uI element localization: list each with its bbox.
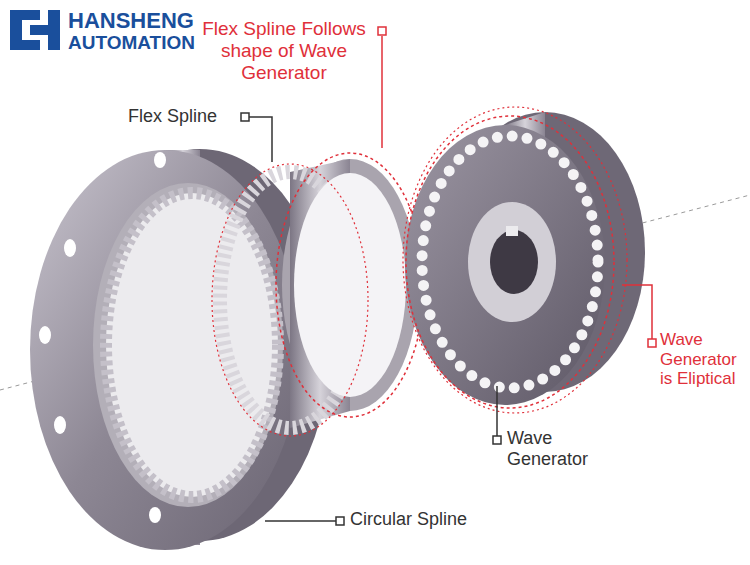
callout-label: Flex Spline Follows shape of Wave Genera… xyxy=(200,18,368,84)
logo-text: HANSHENG xyxy=(68,8,218,33)
part-label: Wave Generator xyxy=(507,428,617,469)
logo-icon xyxy=(10,10,60,50)
part-label: Circular Spline xyxy=(350,509,510,530)
part-label: Flex Spline xyxy=(128,106,238,127)
flex-spline xyxy=(212,153,424,436)
callout-label: Wave Generator is Eliptical xyxy=(660,330,744,389)
wave-generator xyxy=(403,107,645,413)
leader-lines xyxy=(241,27,656,525)
logo-text: AUTOMATION xyxy=(68,32,218,54)
